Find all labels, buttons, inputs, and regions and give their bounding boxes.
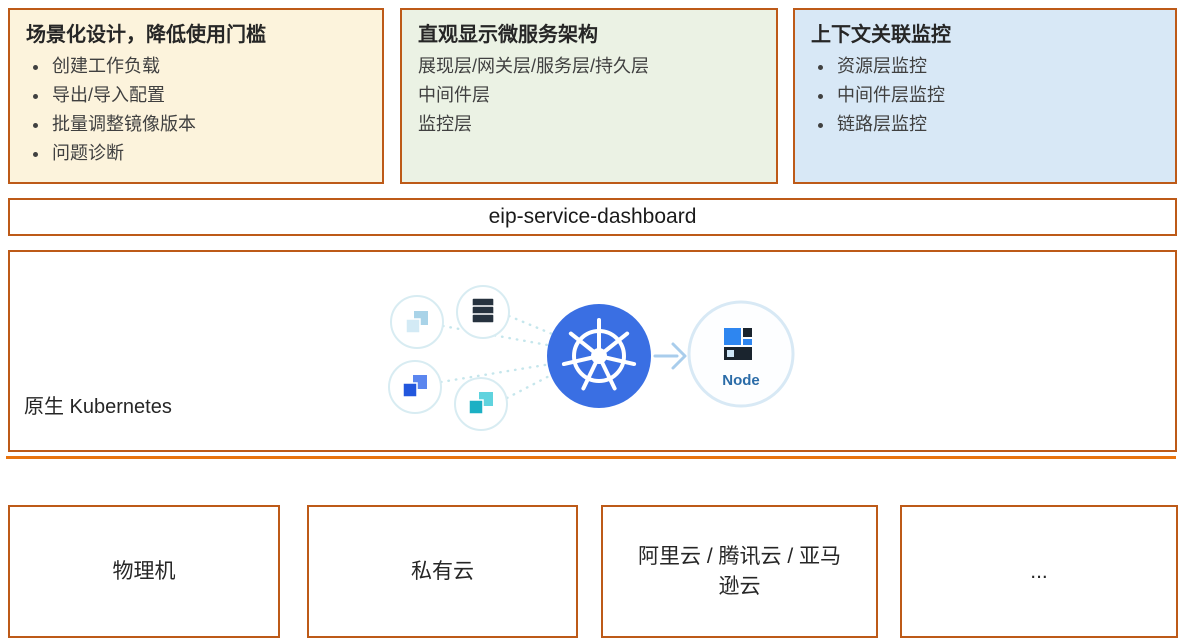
kubernetes-logo-icon: [547, 304, 651, 408]
kubernetes-section: 原生 Kubernetes: [8, 250, 1177, 452]
list-item: 创建工作负载: [50, 52, 368, 81]
list-item: 展现层/网关层/服务层/持久层: [418, 56, 650, 76]
node-badge: Node: [687, 300, 795, 408]
dashboard-label: eip-service-dashboard: [488, 205, 697, 228]
panel-title: 直观显示微服务架构: [418, 24, 598, 46]
arrow-right-icon: [653, 342, 687, 370]
infra-label: ...: [1030, 559, 1048, 583]
layer-list: 展现层/网关层/服务层/持久层 中间件层 监控层: [418, 52, 762, 139]
infra-label: 物理机: [112, 559, 176, 583]
infra-label: 私有云: [411, 559, 474, 583]
infra-box-private-cloud: 私有云: [307, 505, 578, 638]
orange-divider: [6, 456, 1176, 459]
panel-context-monitoring: 上下文关联监控 资源层监控 中间件层监控 链路层监控: [793, 8, 1177, 184]
workload-icons: [388, 285, 510, 431]
feature-list: 创建工作负载 导出/导入配置 批量调整镜像版本 问题诊断: [26, 52, 368, 168]
panel-scenario-design: 场景化设计，降低使用门槛 创建工作负载 导出/导入配置 批量调整镜像版本 问题诊…: [8, 8, 384, 184]
infra-box-physical: 物理机: [8, 505, 280, 638]
list-item: 链路层监控: [835, 110, 1161, 139]
list-item: 资源层监控: [835, 52, 1161, 81]
layers-icon-teal: [468, 392, 493, 415]
node-dashboard-icon: [724, 328, 752, 360]
list-item: 问题诊断: [50, 139, 368, 168]
list-item: 批量调整镜像版本: [50, 110, 368, 139]
infra-label: 阿里云 / 腾讯云 / 亚马逊云: [637, 544, 841, 598]
list-item: 监控层: [418, 114, 472, 134]
stack-icon-dark: [471, 297, 495, 324]
infra-box-public-cloud: 阿里云 / 腾讯云 / 亚马逊云: [601, 505, 878, 638]
panel-title: 场景化设计，降低使用门槛: [26, 24, 266, 46]
monitor-list: 资源层监控 中间件层监控 链路层监控: [811, 52, 1161, 139]
layers-icon-lightblue: [405, 311, 428, 334]
dashboard-bar: eip-service-dashboard: [8, 198, 1177, 236]
list-item: 中间件层: [418, 85, 490, 105]
infra-box-other: ...: [900, 505, 1178, 638]
panel-microservice-architecture: 直观显示微服务架构 展现层/网关层/服务层/持久层 中间件层 监控层: [400, 8, 778, 184]
list-item: 中间件层监控: [835, 81, 1161, 110]
node-label: Node: [722, 372, 760, 389]
dashed-connector-lines: [439, 314, 559, 400]
list-item: 导出/导入配置: [50, 81, 368, 110]
kubernetes-illustration: Node: [388, 285, 795, 431]
panel-title: 上下文关联监控: [811, 24, 951, 46]
layers-icon-blue: [402, 375, 427, 398]
kubernetes-label: 原生 Kubernetes: [24, 396, 172, 418]
